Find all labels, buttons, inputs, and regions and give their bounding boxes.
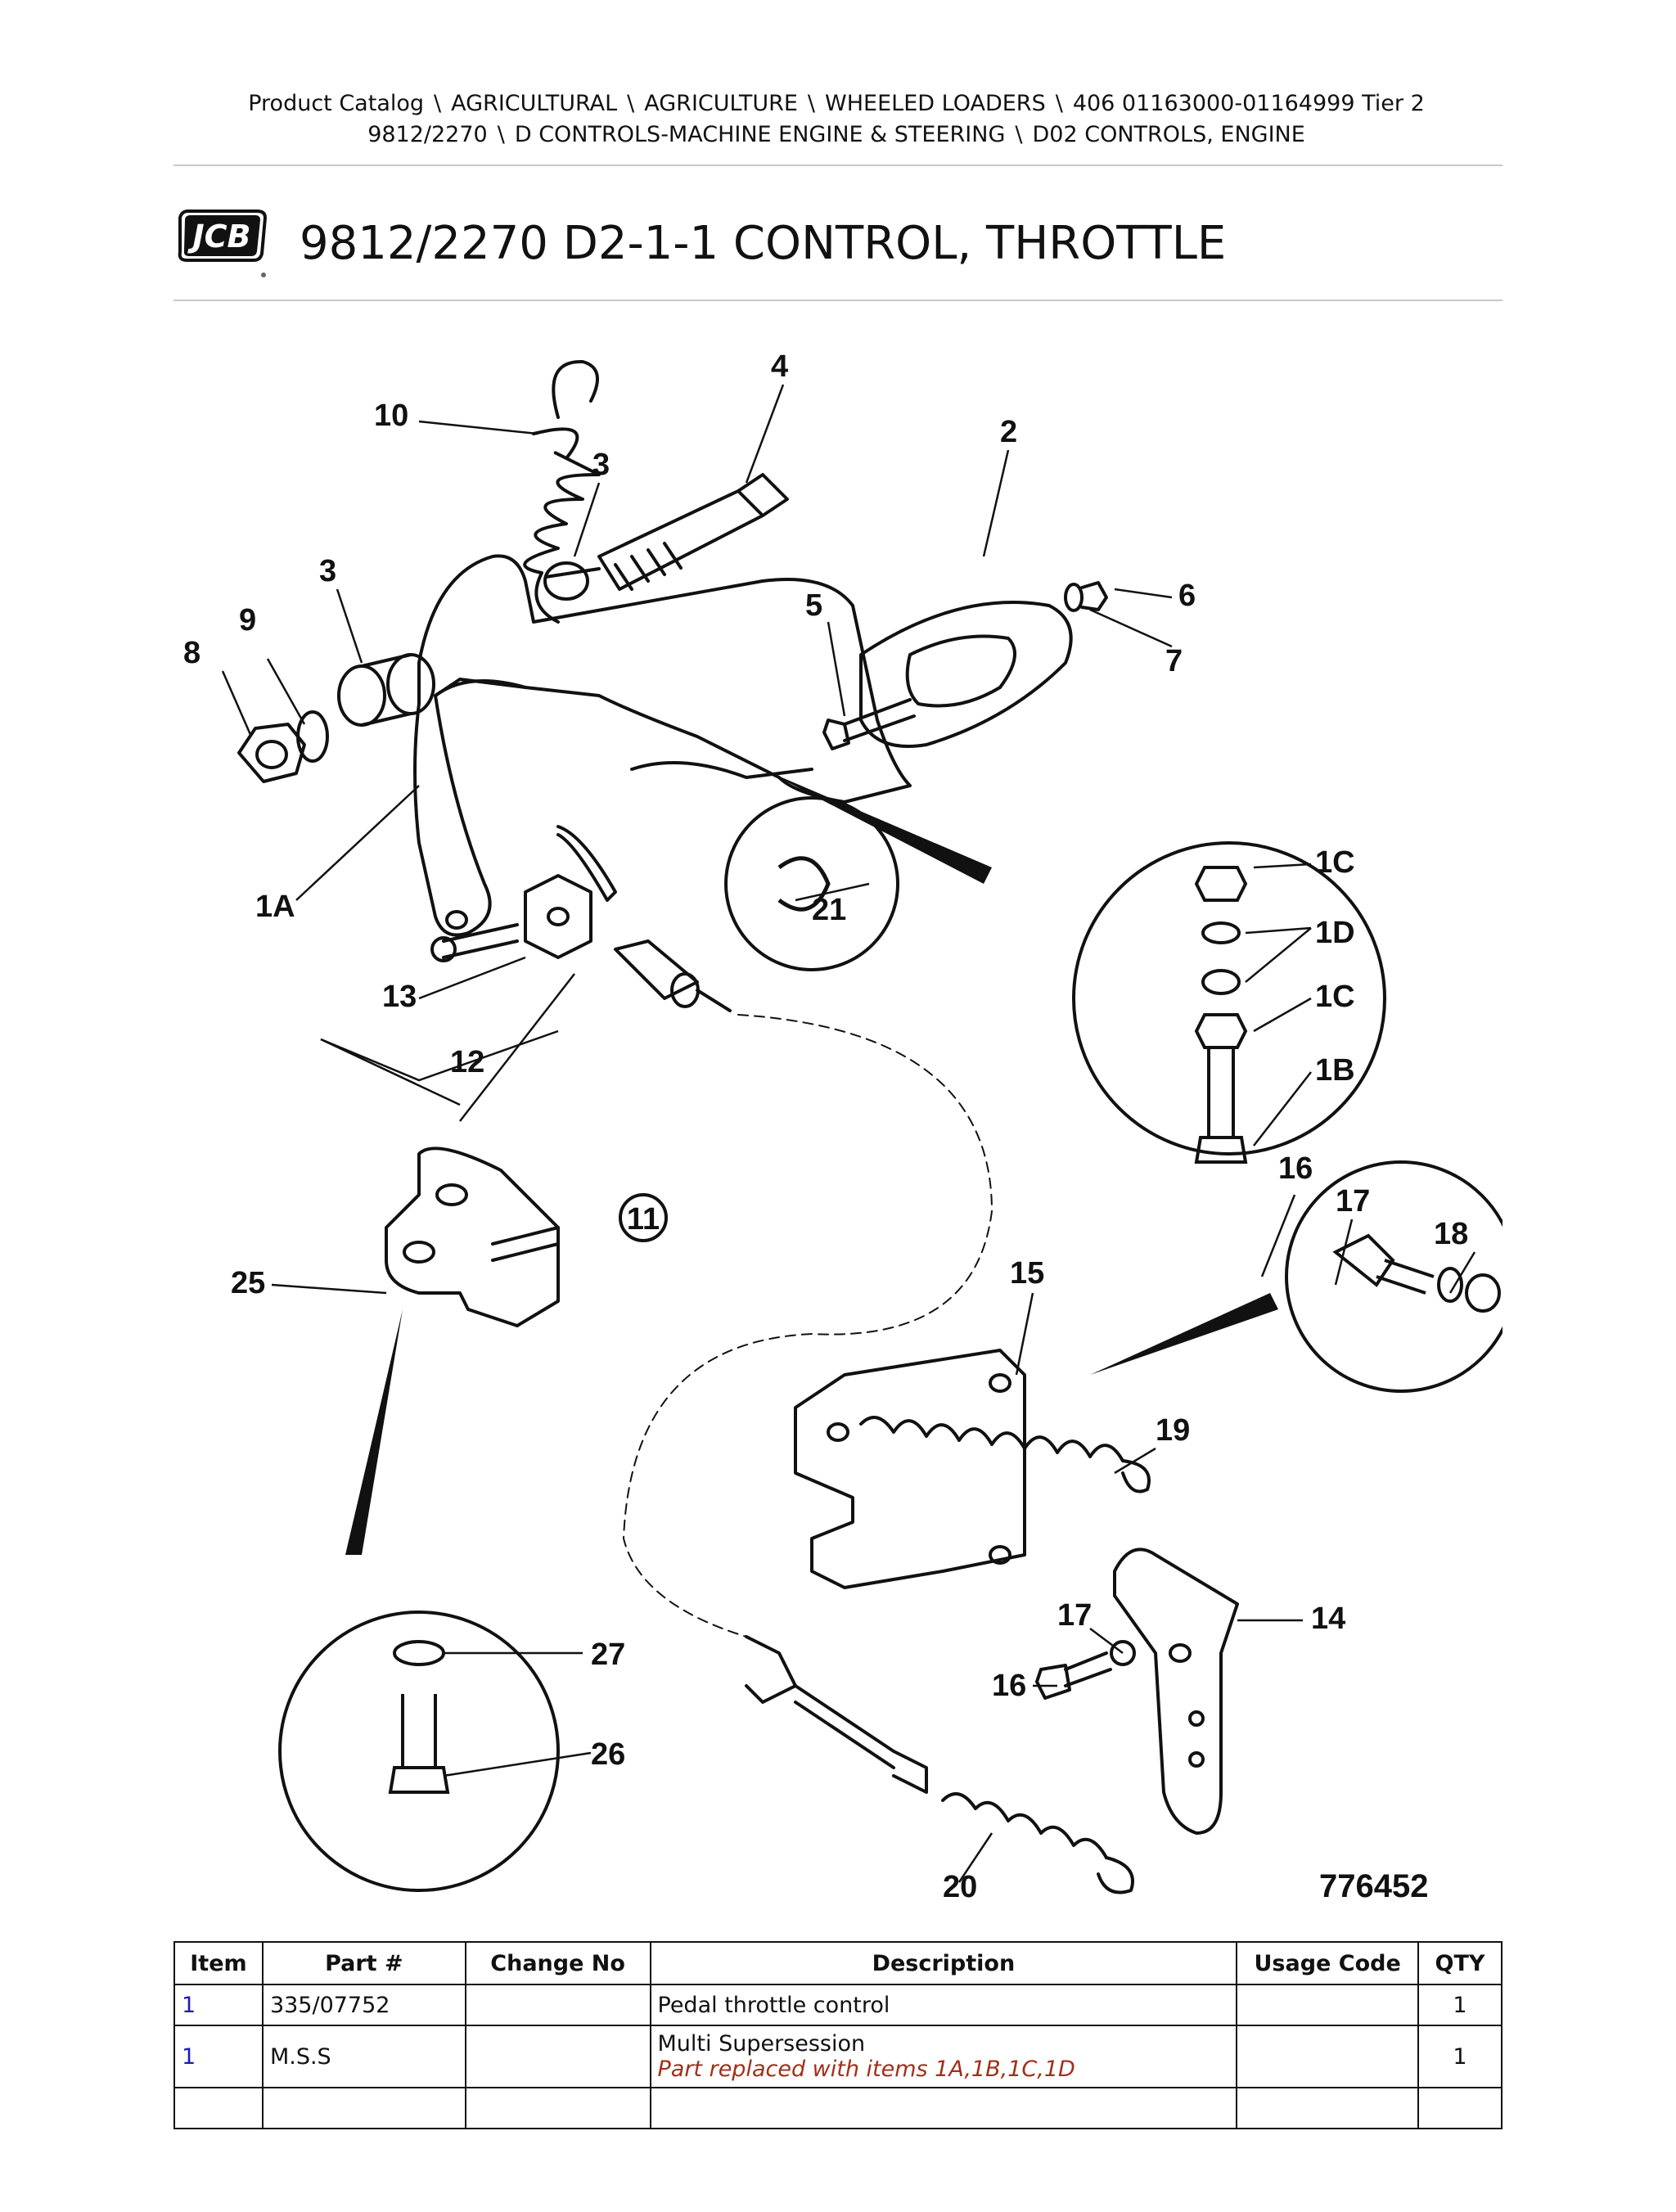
callout-label: 9 — [239, 603, 256, 637]
callout-label: 3 — [319, 554, 336, 588]
breadcrumb-separator: \ — [497, 122, 505, 147]
header-usage-code: Usage Code — [1236, 1941, 1419, 1985]
jcb-logo-icon: JCB — [178, 209, 268, 277]
callout-label: 20 — [943, 1870, 977, 1904]
table-row-empty — [173, 2087, 1503, 2129]
breadcrumb-line-1: Product Catalog \ AGRICULTURAL \ AGRICULTURE… — [173, 88, 1499, 119]
callout-label: 6 — [1178, 579, 1196, 613]
callout-label: 5 — [805, 588, 822, 623]
title-divider — [173, 300, 1503, 301]
table-row: 1 335/07752 Pedal throttle control 1 — [173, 1984, 1503, 2026]
inset-circlip — [724, 796, 899, 971]
figure-number: 776452 — [1319, 1868, 1428, 1904]
callout-label: 26 — [591, 1737, 625, 1772]
callout-label: 16 — [992, 1669, 1026, 1703]
cell-part-number: 335/07752 — [261, 1984, 466, 2026]
inset-bracket-25-fasteners — [278, 1611, 560, 1892]
callout-label: 18 — [1434, 1217, 1468, 1251]
description-text: Multi Supersession — [657, 2031, 866, 2057]
breadcrumb-separator: \ — [1015, 122, 1023, 147]
callout-label: 1C — [1315, 845, 1355, 880]
item-link[interactable]: 1 — [182, 1992, 196, 2018]
breadcrumb-separator: \ — [807, 91, 816, 116]
cell-item[interactable]: 1 — [173, 2025, 264, 2088]
cell-description: Multi Supersession Part replaced with it… — [649, 2025, 1238, 2088]
item-link[interactable]: 1 — [182, 2043, 196, 2070]
cell-part-number: M.S.S — [261, 2025, 466, 2088]
breadcrumb-model[interactable]: 406 01163000-01164999 Tier 2 — [1072, 91, 1425, 116]
header-item: Item — [173, 1941, 264, 1985]
callout-11-badge: 11 — [619, 1193, 668, 1242]
callout-label: 1B — [1315, 1053, 1355, 1088]
callout-label: 8 — [183, 636, 200, 670]
table-row: 1 M.S.S Multi Supersession Part replaced… — [173, 2025, 1503, 2088]
throttle-lever-14 — [1113, 1547, 1239, 1835]
cell-description: Pedal throttle control — [649, 1984, 1238, 2026]
parts-diagram: 10 4 3 2 6 7 3 9 8 5 1A 21 1C 1D 1C 1B 1… — [173, 311, 1517, 1915]
breadcrumb-separator: \ — [434, 91, 442, 116]
supersession-note: Part replaced with items 1A,1B,1C,1D — [657, 2057, 1075, 2082]
cell-change-no — [464, 2025, 651, 2088]
breadcrumb-subsection[interactable]: D02 CONTROLS, ENGINE — [1032, 122, 1305, 147]
callout-label: 17 — [1336, 1184, 1370, 1219]
breadcrumb-section[interactable]: D CONTROLS-MACHINE ENGINE & STEERING — [514, 122, 1006, 147]
callout-label: 21 — [812, 893, 846, 927]
cable-bracket-25 — [385, 1147, 560, 1327]
page-title: 9812/2270 D2-1-1 CONTROL, THROTTLE — [300, 217, 1227, 270]
breadcrumb-catalog-number[interactable]: 9812/2270 — [367, 122, 488, 147]
cell-change-no — [464, 1984, 651, 2026]
callout-label: 10 — [374, 399, 408, 433]
breadcrumb-separator: \ — [627, 91, 635, 116]
callout-label: 14 — [1311, 1602, 1345, 1636]
breadcrumb-separator: \ — [1055, 91, 1063, 116]
pedal-lever — [413, 554, 912, 937]
pedal-pad — [859, 601, 1073, 748]
cell-usage-code — [1236, 2025, 1419, 2088]
cell-usage-code — [1236, 1984, 1419, 2026]
breadcrumb-product-catalog[interactable]: Product Catalog — [248, 91, 425, 116]
callout-label: 7 — [1165, 644, 1183, 678]
throttle-control-diagram: 10 4 3 2 6 7 3 9 8 5 1A 21 1C 1D 1C 1B 1… — [183, 349, 1517, 1904]
inset-pivot-fasteners — [1072, 841, 1386, 1156]
header-divider — [173, 164, 1503, 166]
callout-label: 19 — [1156, 1413, 1190, 1448]
breadcrumb: Product Catalog \ AGRICULTURAL \ AGRICULTURE… — [173, 88, 1499, 151]
breadcrumb-agricultural[interactable]: AGRICULTURAL — [451, 91, 618, 116]
callout-label: 16 — [1278, 1151, 1313, 1186]
cell-item[interactable]: 1 — [173, 1984, 264, 2026]
return-spring-top — [552, 359, 599, 419]
breadcrumb-wheeled-loaders[interactable]: WHEELED LOADERS — [825, 91, 1046, 116]
callout-label: 11 — [627, 1202, 660, 1237]
header-change-no: Change No — [464, 1941, 651, 1985]
jcb-logo-text: JCB — [187, 218, 251, 255]
callout-label: 1D — [1315, 916, 1355, 950]
parts-table: Item Part # Change No Description Usage … — [173, 1941, 1503, 2129]
header-part-number: Part # — [261, 1941, 466, 1985]
callout-label: 2 — [1000, 415, 1017, 449]
jcb-logo: JCB — [175, 206, 272, 285]
callout-label: 13 — [382, 980, 417, 1014]
header-description: Description — [649, 1941, 1238, 1985]
callout-label: 3 — [592, 448, 610, 482]
callout-label: 1C — [1315, 980, 1355, 1014]
callout-label: 15 — [1010, 1256, 1044, 1291]
callout-label: 25 — [231, 1266, 265, 1300]
callout-label: 1A — [255, 890, 295, 924]
inset-bracket-fasteners — [1285, 1160, 1517, 1393]
callout-label: 4 — [771, 349, 788, 384]
support-bracket-15 — [794, 1349, 1026, 1589]
header-qty: QTY — [1417, 1941, 1503, 1985]
table-header-row: Item Part # Change No Description Usage … — [173, 1941, 1503, 1985]
cell-qty: 1 — [1417, 1984, 1503, 2026]
cell-qty: 1 — [1417, 2025, 1503, 2088]
breadcrumb-line-2: 9812/2270 \ D CONTROLS-MACHINE ENGINE & ST… — [173, 119, 1499, 151]
callout-label: 12 — [450, 1045, 484, 1079]
callout-label: 17 — [1057, 1598, 1092, 1633]
callout-label: 27 — [591, 1638, 625, 1672]
breadcrumb-agriculture[interactable]: AGRICULTURE — [644, 91, 798, 116]
